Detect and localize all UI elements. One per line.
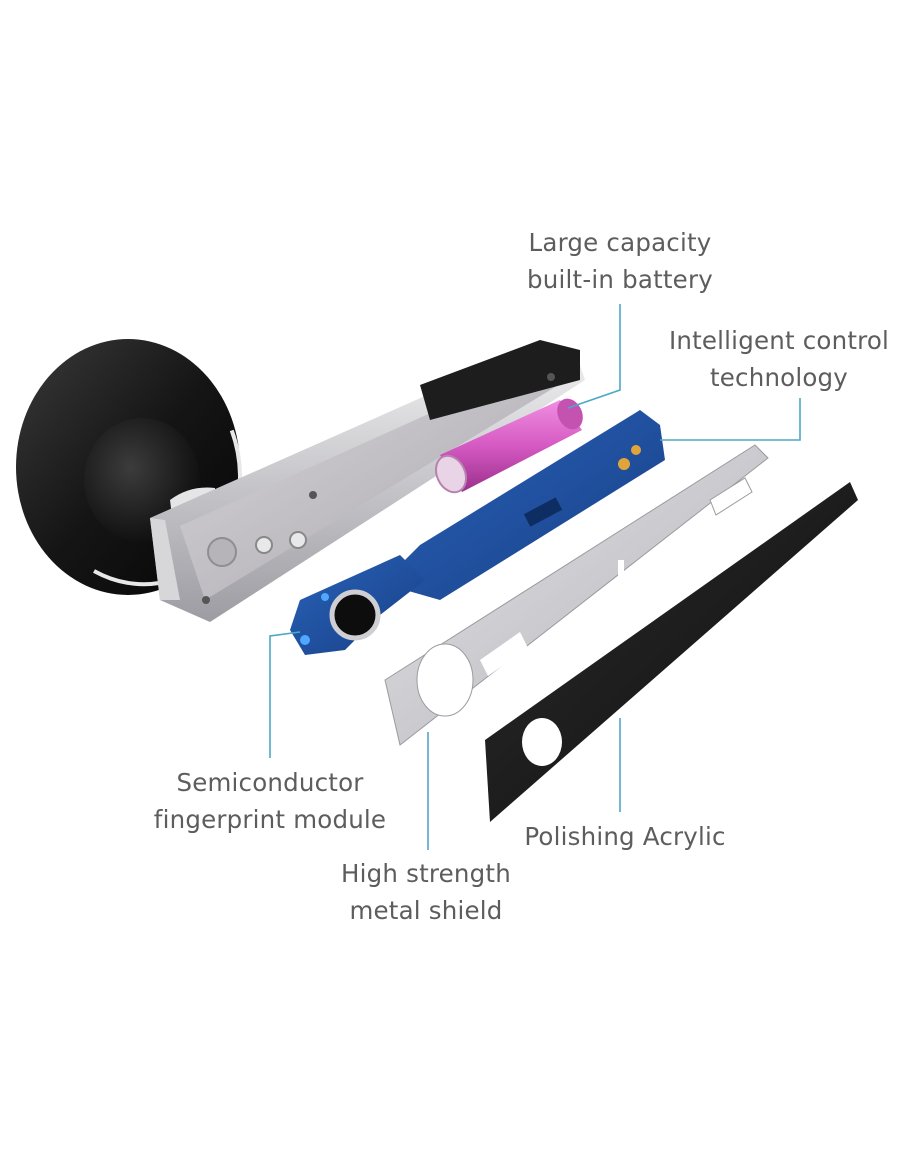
pcb-board xyxy=(290,410,665,655)
callout-control: Intelligent control technology xyxy=(648,322,910,396)
leader-line-battery xyxy=(567,304,621,409)
callout-control-line1: Intelligent control xyxy=(668,326,890,355)
acrylic-panel xyxy=(485,482,858,822)
callout-shield: High strength metal shield xyxy=(276,855,576,929)
callout-battery-line2: built-in battery xyxy=(527,265,713,294)
callout-fingerprint-line2: fingerprint module xyxy=(153,805,387,834)
metal-shield-plate xyxy=(384,444,769,746)
callout-acrylic-line1: Polishing Acrylic xyxy=(524,822,726,851)
leader-lines xyxy=(269,304,801,850)
leader-line-fingerprint xyxy=(269,631,301,758)
callout-fingerprint: Semiconductor fingerprint module xyxy=(120,764,420,838)
battery-cell xyxy=(434,398,583,494)
lock-housing xyxy=(150,340,585,622)
callout-shield-line1: High strength xyxy=(341,859,511,888)
callout-battery: Large capacity built-in battery xyxy=(470,224,770,298)
callout-acrylic: Polishing Acrylic xyxy=(475,818,775,855)
callout-shield-line2: metal shield xyxy=(349,896,503,925)
leader-line-control xyxy=(660,398,801,441)
callout-battery-line1: Large capacity xyxy=(528,228,712,257)
callout-fingerprint-line1: Semiconductor xyxy=(176,768,364,797)
callout-control-line2: technology xyxy=(709,363,849,392)
